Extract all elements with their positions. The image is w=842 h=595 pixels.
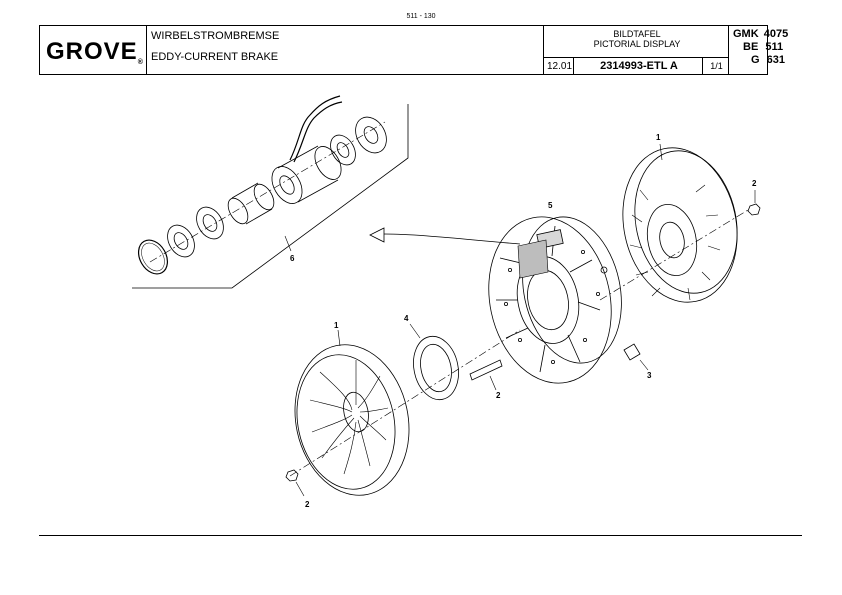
callout-5: 5 — [548, 201, 553, 210]
callout-3: 3 — [647, 371, 652, 380]
callout-2-stud: 2 — [496, 391, 501, 400]
model-line1-left: GMK — [733, 28, 759, 40]
ring-right2-outer — [330, 134, 356, 166]
model-line2-right: 511 — [765, 41, 784, 53]
model-cell — [728, 25, 768, 75]
coil-body — [277, 145, 339, 203]
bolt-2 — [503, 301, 508, 306]
brake-back-outer — [522, 216, 622, 364]
fan-top-hub — [646, 204, 698, 276]
bolt-5 — [583, 337, 588, 342]
shaded-segment — [517, 239, 549, 279]
leader-1-top — [659, 143, 663, 161]
nut-top — [747, 203, 761, 216]
bolt-3 — [518, 337, 523, 342]
part-number: 2314993-ETL A — [600, 60, 678, 72]
fan-bottom — [294, 329, 410, 496]
title-english: EDDY-CURRENT BRAKE — [151, 51, 279, 63]
bracket — [623, 343, 641, 361]
model-line1-right: 4075 — [763, 28, 789, 40]
pole-segments — [496, 225, 601, 373]
brand-name: GROVE — [46, 38, 138, 65]
ring-right-inner — [363, 126, 379, 144]
callout-1-top: 1 — [656, 133, 661, 142]
snap-ring — [137, 239, 169, 275]
bolt-1 — [507, 267, 512, 272]
bolt-7 — [581, 249, 586, 254]
brand-logo: GROVE® — [46, 38, 144, 66]
logo-cell: GROVE® — [39, 25, 147, 75]
lug-right — [600, 266, 608, 274]
fan-bottom-hub — [343, 391, 369, 433]
plate-inner — [420, 343, 452, 393]
leader-2-stud — [489, 375, 497, 391]
doc-date: 12.01 — [546, 61, 573, 72]
plate-outer — [413, 335, 459, 401]
bolt-6 — [596, 291, 601, 296]
model-line1: GMK 4075 — [733, 28, 793, 41]
brake-hub — [527, 269, 569, 331]
leader-1-bottom — [337, 329, 341, 347]
fan-bottom-rim — [296, 354, 396, 490]
sleeve-end-near — [227, 197, 249, 225]
page-number: 511 - 130 — [406, 13, 436, 20]
ring-right-outer — [355, 116, 387, 154]
nut-bottom — [285, 469, 299, 482]
connector-arrowhead — [369, 227, 385, 243]
callout-4: 4 — [404, 314, 409, 323]
main-axis-lower — [289, 329, 521, 477]
title-german: WIRBELSTROMBREMSE — [151, 30, 280, 42]
title-block: GROVE® WIRBELSTROMBREMSE EDDY-CURRENT BR… — [39, 25, 788, 75]
main-axis-upper — [599, 209, 749, 301]
callout-1-bottom: 1 — [334, 321, 339, 330]
fan-top-outer — [622, 147, 738, 303]
stud — [469, 359, 503, 381]
model-line2: BE 511 — [743, 41, 793, 54]
coil-bore — [279, 175, 295, 195]
fan-top-bore — [659, 221, 685, 259]
model-line3-right: 631 — [766, 54, 785, 66]
fan-top-blades — [629, 184, 721, 301]
sleeve-end-far — [253, 183, 275, 211]
display-english: PICTORIAL DISPLAY — [593, 39, 681, 49]
inset-axis — [149, 121, 386, 263]
sheet-number: 1/1 — [710, 61, 723, 71]
sleeve-body — [231, 182, 273, 225]
connector-arrow — [383, 233, 521, 245]
display-german: BILDTAFEL — [613, 29, 661, 39]
registered-mark: ® — [137, 59, 144, 66]
bottom-rule — [39, 535, 802, 536]
coil-end-near — [271, 166, 303, 204]
callout-2-top: 2 — [752, 179, 757, 188]
model-line2-left: BE — [743, 41, 759, 53]
washer-b-inner — [173, 232, 189, 250]
fan-bottom-outer — [294, 344, 410, 496]
fan-top-rim — [634, 150, 738, 294]
callout-2-bottom: 2 — [305, 500, 310, 509]
callout-6: 6 — [290, 254, 295, 263]
leader-2-bottom — [295, 481, 305, 497]
brake-body — [488, 216, 622, 384]
bolt-4 — [551, 359, 556, 364]
model-line3: G 631 — [751, 54, 795, 67]
model-line3-left: G — [751, 54, 760, 66]
washer-b-outer — [167, 224, 195, 258]
washer-a-outer — [196, 206, 224, 240]
ring-right2-inner — [336, 142, 350, 158]
coil-end-far — [314, 146, 342, 180]
fan-top — [622, 143, 738, 303]
leader-6 — [284, 235, 292, 252]
coil-wires — [289, 95, 343, 163]
snap-ring-inner — [141, 242, 165, 272]
inset-border — [132, 104, 409, 289]
inset-assembly — [132, 95, 409, 289]
leader-4 — [409, 323, 421, 339]
washer-a-inner — [202, 214, 218, 232]
brake-face-outer — [488, 216, 612, 384]
leader-3 — [639, 359, 649, 371]
fan-bottom-blades — [309, 360, 389, 475]
